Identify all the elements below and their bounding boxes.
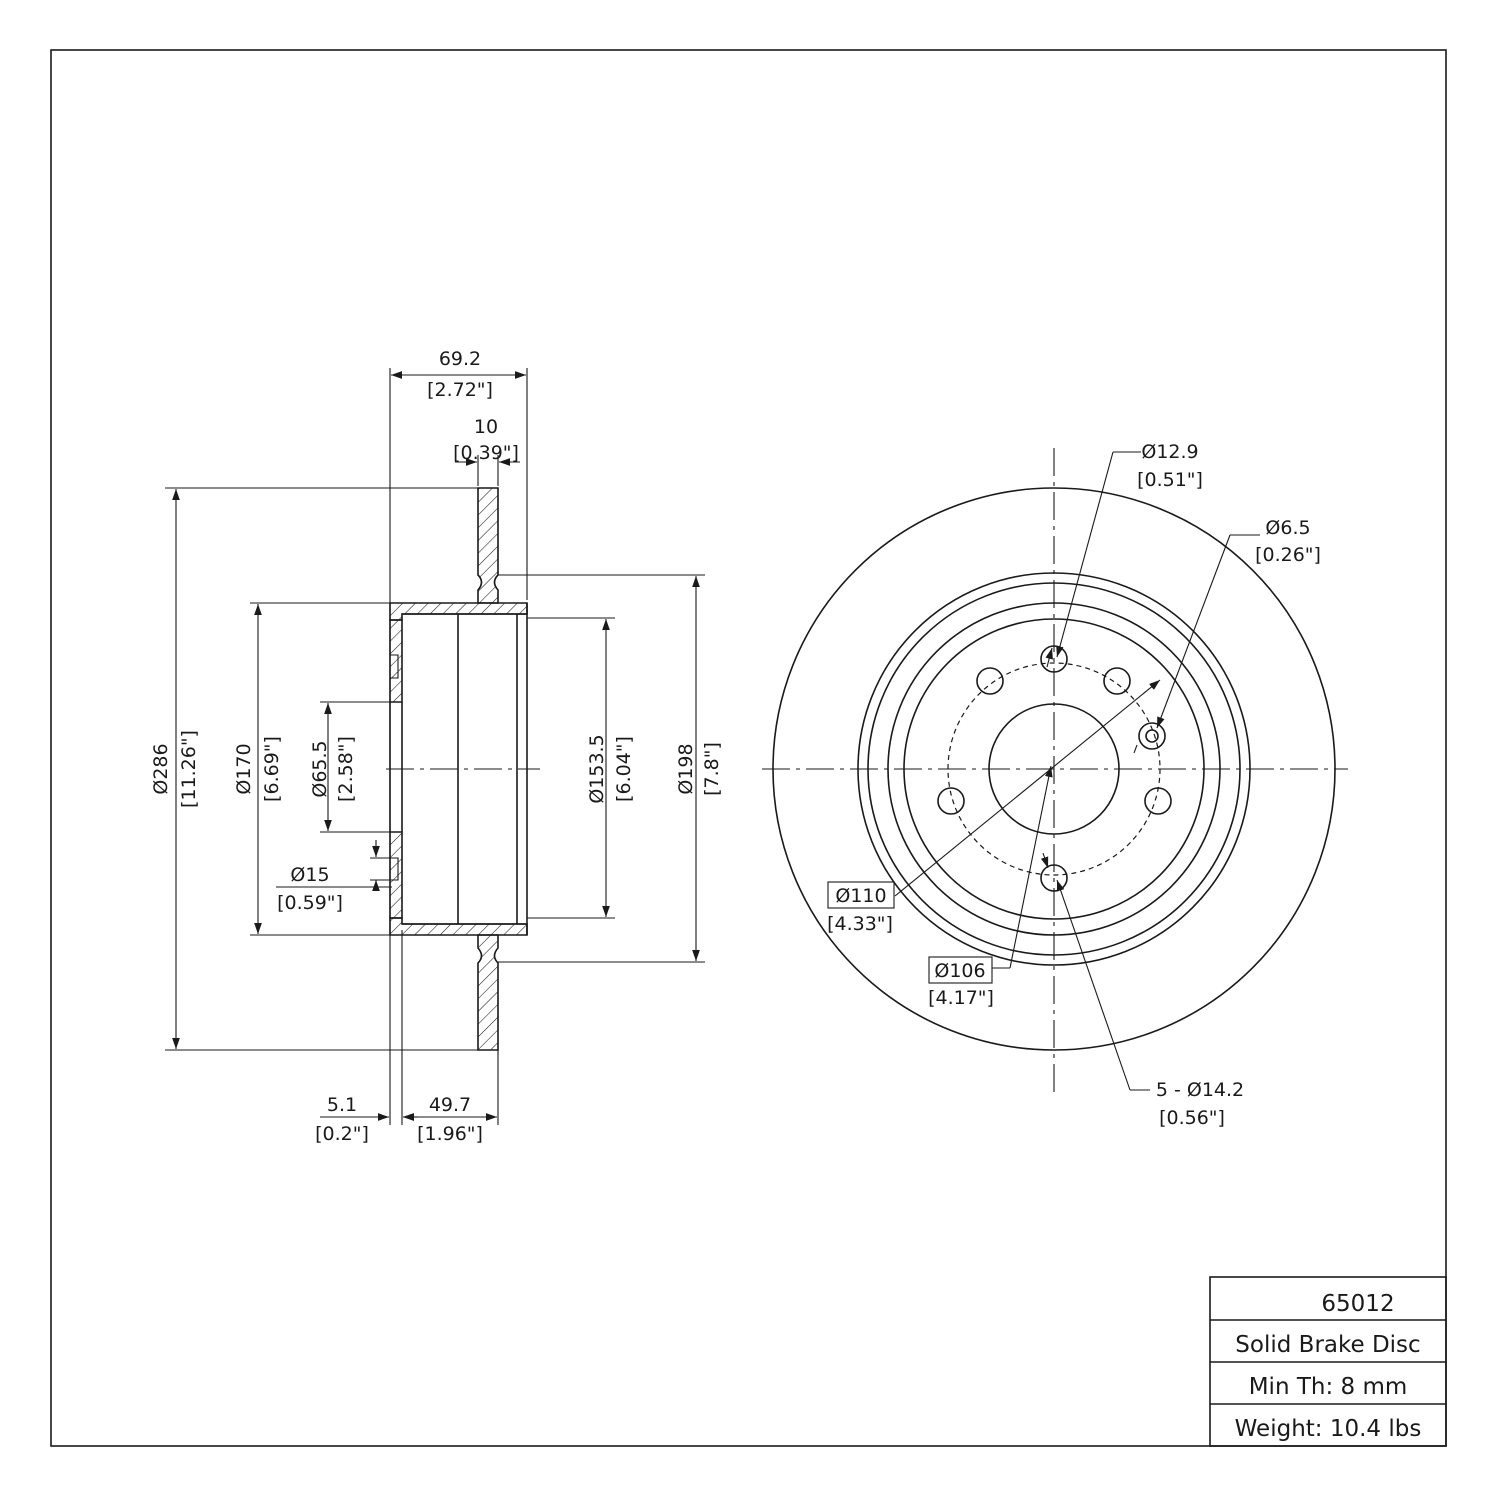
dim-lug-holes: 5 - Ø14.2 <box>1156 1079 1244 1101</box>
part-number: 65012 <box>1321 1291 1394 1317</box>
dim-stud-hole-in: [0.51"] <box>1137 469 1203 491</box>
dim-hat-wall: 5.1 <box>327 1094 357 1116</box>
bolt-circle-b-box <box>928 956 993 984</box>
dim-bolt-circle-b-in: [4.17"] <box>928 987 994 1009</box>
dim-bolt-circle-a: Ø110 <box>835 885 886 907</box>
disc-ring-top <box>477 487 499 604</box>
drawing-border <box>50 49 1447 1447</box>
disc-ring-bottom <box>477 934 499 1051</box>
dim-overall-width-in: [2.72"] <box>427 379 493 401</box>
dim-center-bore: Ø65.5 <box>309 740 331 797</box>
weight: Weight: 10.4 lbs <box>1235 1416 1422 1442</box>
dim-stud-hole: Ø12.9 <box>1141 441 1198 463</box>
dim-friction-inner-in: [7.8"] <box>701 742 723 796</box>
dim-hat-depth: 49.7 <box>429 1094 471 1116</box>
dim-inner-hat-in: [6.04"] <box>613 736 635 802</box>
dim-overall-width: 69.2 <box>439 348 481 370</box>
dim-disc-thickness-in: [0.39"] <box>453 442 519 464</box>
face-view <box>762 448 1348 1092</box>
face-view-texts: Ø12.9 [0.51"] Ø6.5 [0.26"] Ø110 [4.33"] … <box>827 441 1321 1129</box>
min-thickness: Min Th: 8 mm <box>1249 1374 1408 1400</box>
dim-lug-holes-in: [0.56"] <box>1159 1107 1225 1129</box>
hat-face-upper <box>389 619 403 703</box>
dim-hat-diameter-in: [6.69"] <box>261 736 283 802</box>
dim-hat-wall-in: [0.2"] <box>315 1123 369 1145</box>
lug-hole <box>976 667 1004 695</box>
title-block: 65012 Solid Brake Disc Min Th: 8 mm Weig… <box>1209 1276 1447 1447</box>
section-view <box>386 487 540 1051</box>
lug-hole <box>1144 787 1172 815</box>
dim-pilot-hole-in: [0.59"] <box>277 892 343 914</box>
dim-disc-thickness: 10 <box>474 416 498 438</box>
dimension-texts: 69.2 [2.72"] 10 [0.39"] Ø286 [11.26"] Ø1… <box>150 348 723 1145</box>
part-description: Solid Brake Disc <box>1235 1332 1420 1358</box>
bolt-circle-a-box <box>827 881 895 909</box>
dim-pilot-hole: Ø15 <box>290 864 329 886</box>
dim-outer-diameter: Ø286 <box>150 743 172 794</box>
dim-hat-depth-in: [1.96"] <box>417 1123 483 1145</box>
hat-face-lower <box>389 831 403 919</box>
dim-center-bore-in: [2.58"] <box>335 736 357 802</box>
locator-hole <box>1138 722 1166 750</box>
dim-inner-hat: Ø153.5 <box>586 734 608 803</box>
dim-bolt-circle-a-in: [4.33"] <box>827 913 893 935</box>
lug-hole <box>1103 667 1131 695</box>
dim-locator-in: [0.26"] <box>1255 544 1321 566</box>
extension-lines <box>165 368 705 1125</box>
lug-hole <box>937 787 965 815</box>
dim-hat-diameter: Ø170 <box>233 743 255 794</box>
dim-bolt-circle-b: Ø106 <box>934 960 985 982</box>
dim-locator: Ø6.5 <box>1265 517 1310 539</box>
dim-friction-inner: Ø198 <box>675 743 697 794</box>
locator-hole-inner <box>1145 729 1159 743</box>
dimension-lines <box>172 371 700 1121</box>
dim-outer-diameter-in: [11.26"] <box>178 730 200 808</box>
